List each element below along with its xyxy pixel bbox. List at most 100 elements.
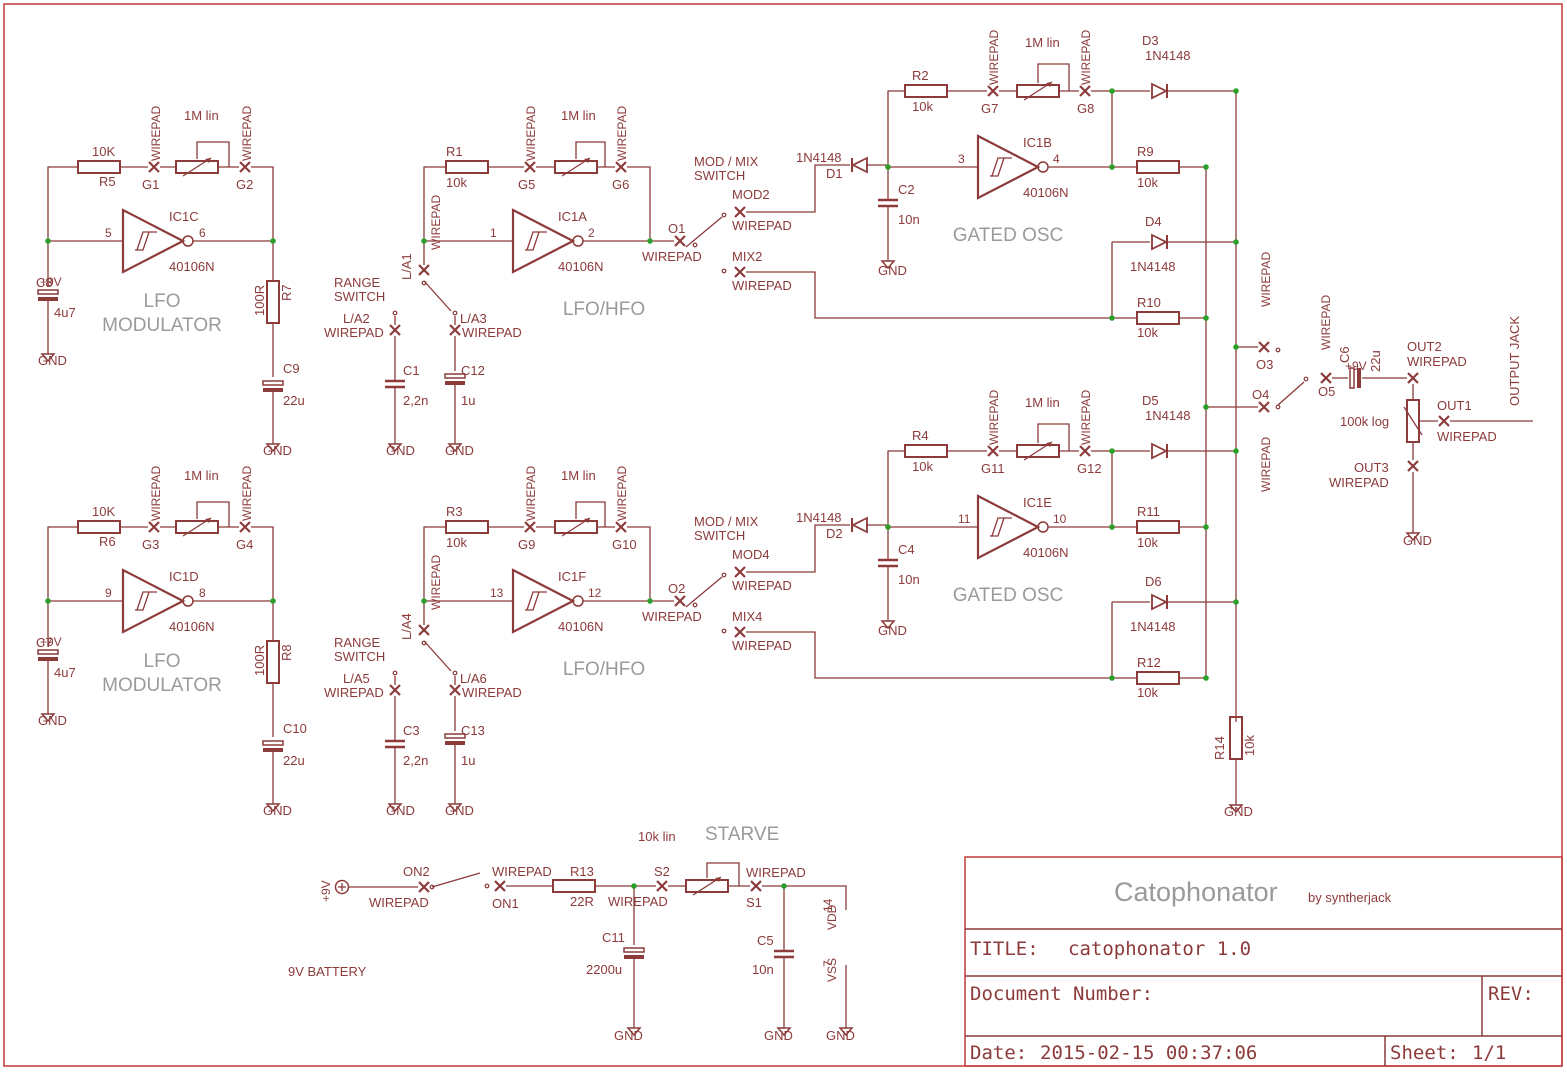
label: Date: — [970, 1042, 1027, 1064]
switch-contact — [692, 602, 698, 608]
resistor — [266, 640, 280, 684]
junction-dot — [781, 883, 787, 889]
label: IC1B — [1023, 135, 1052, 150]
label: GND — [38, 353, 67, 368]
label: 1u — [461, 753, 475, 768]
electrolytic-plate — [1357, 368, 1361, 388]
wire — [627, 526, 651, 601]
label: GND — [445, 443, 474, 458]
electrolytic-plate — [38, 657, 58, 661]
schmitt-inverter — [121, 208, 186, 274]
label: 10k — [1137, 325, 1158, 340]
label: IC1A — [558, 209, 587, 224]
wire — [746, 271, 1112, 319]
label: 1M lin — [561, 468, 596, 483]
label: GND — [826, 1028, 855, 1043]
label: G5 — [518, 177, 535, 192]
label: G1 — [142, 177, 159, 192]
ground-symbol — [387, 803, 403, 813]
wirepad-cross-b — [674, 595, 686, 607]
label: GND — [764, 1028, 793, 1043]
resistor — [266, 280, 280, 324]
label: VSS — [825, 958, 839, 982]
label: 10k — [1242, 735, 1257, 756]
label: 5 — [105, 226, 112, 240]
label: WIREPAD — [732, 218, 792, 233]
schmitt-inverter — [511, 568, 576, 634]
label: OUT2 — [1407, 339, 1442, 354]
label: G8 — [1077, 101, 1094, 116]
label: R9 — [1137, 144, 1154, 159]
label: LFO/HFO — [563, 659, 645, 680]
label: WIREPAD — [149, 466, 163, 521]
switch-contact — [452, 670, 458, 676]
label: 100R — [252, 285, 267, 316]
hysteresis-symbol — [135, 591, 157, 611]
label: Document Number: — [970, 983, 1153, 1005]
label: D6 — [1145, 574, 1162, 589]
label: RANGE — [334, 275, 381, 290]
wire — [746, 631, 1112, 679]
label: C8 — [36, 275, 53, 290]
resistor — [1136, 160, 1180, 174]
junction-dot — [1203, 164, 1209, 170]
label: WIREPAD — [608, 894, 668, 909]
junction-dot — [885, 164, 891, 170]
label: by syntherjack — [1308, 890, 1392, 905]
label: S2 — [654, 864, 670, 879]
label: 2,2n — [403, 753, 428, 768]
label: C10 — [283, 721, 307, 736]
wire — [47, 166, 78, 241]
label: WIREPAD — [240, 466, 254, 521]
label: L/A5 — [343, 671, 370, 686]
label: 10k — [1137, 175, 1158, 190]
label: ON1 — [492, 896, 519, 911]
wirepad-cross-b — [734, 266, 746, 278]
wire — [887, 450, 905, 527]
label: 7 — [821, 960, 835, 967]
label: 1M lin — [561, 108, 596, 123]
label: WIREPAD — [324, 325, 384, 340]
label: GND — [386, 803, 415, 818]
junction-dot — [45, 238, 51, 244]
junction-dot — [631, 883, 637, 889]
label: VDD — [825, 904, 839, 930]
wirepad-cross-b — [1438, 415, 1450, 427]
pot-wiper — [1403, 406, 1423, 436]
wirepad-cross-b — [524, 161, 536, 173]
label: OUT1 — [1437, 398, 1472, 413]
resistor — [552, 879, 596, 893]
label: WIREPAD — [732, 638, 792, 653]
junction-dot — [1203, 315, 1209, 321]
wirepad-cross-b — [418, 264, 430, 276]
resistor — [445, 520, 489, 534]
junction-dot — [1109, 448, 1115, 454]
label: OUTPUT JACK — [1507, 316, 1522, 406]
junction-dot — [1109, 524, 1115, 530]
label: R8 — [279, 644, 294, 661]
label: GND — [263, 443, 292, 458]
label: O3 — [1256, 357, 1273, 372]
label: 40106N — [558, 259, 604, 274]
schmitt-inverter — [976, 494, 1041, 560]
label: 10k — [912, 459, 933, 474]
wire — [746, 524, 850, 573]
label: R11 — [1137, 504, 1160, 519]
junction-dot — [1233, 88, 1239, 94]
label: 22u — [1368, 350, 1383, 372]
label: GND — [1403, 533, 1432, 548]
diode — [850, 516, 868, 534]
junction-dot — [1233, 448, 1239, 454]
label: L/A4 — [399, 613, 414, 640]
junction-dot — [270, 598, 276, 604]
label: ON2 — [403, 864, 430, 879]
potentiometer — [175, 160, 219, 174]
pot-wiper — [561, 157, 591, 177]
label: MODULATOR — [102, 675, 222, 696]
label: LFO — [144, 291, 181, 312]
electrolytic-plate — [263, 388, 283, 392]
label: SWITCH — [334, 289, 385, 304]
wirepad-cross-b — [494, 880, 506, 892]
label: WIREPAD — [1079, 390, 1093, 445]
